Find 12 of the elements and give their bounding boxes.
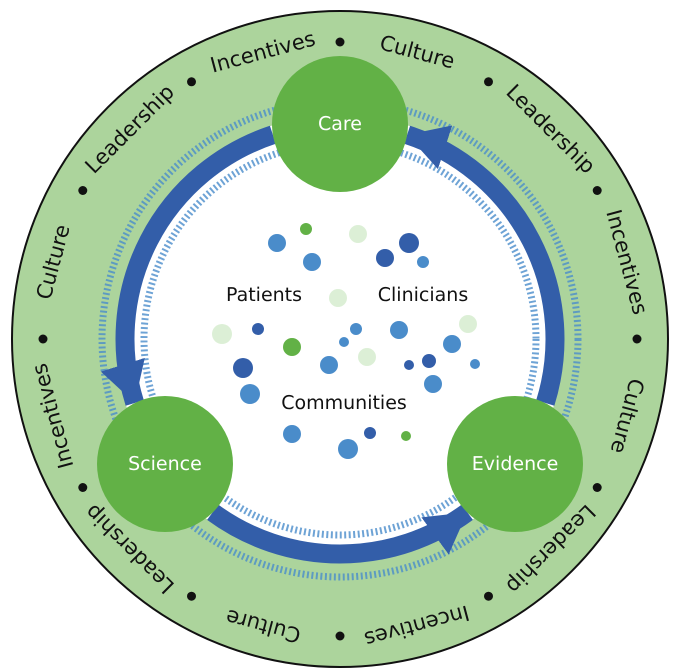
ring-label: Culture (377, 30, 458, 74)
ring-label: Culture (32, 222, 75, 302)
node-label: Science (128, 452, 202, 475)
node-label: Care (318, 113, 362, 135)
arrow (404, 126, 564, 406)
arrow (102, 126, 276, 406)
ring-label: Culture (223, 604, 304, 648)
ring-label: Culture (606, 376, 649, 456)
group-label: Communities (281, 392, 407, 414)
node-label: Evidence (472, 452, 558, 475)
group-label: Clinicians (378, 284, 468, 306)
group-label: Patients (226, 284, 302, 306)
